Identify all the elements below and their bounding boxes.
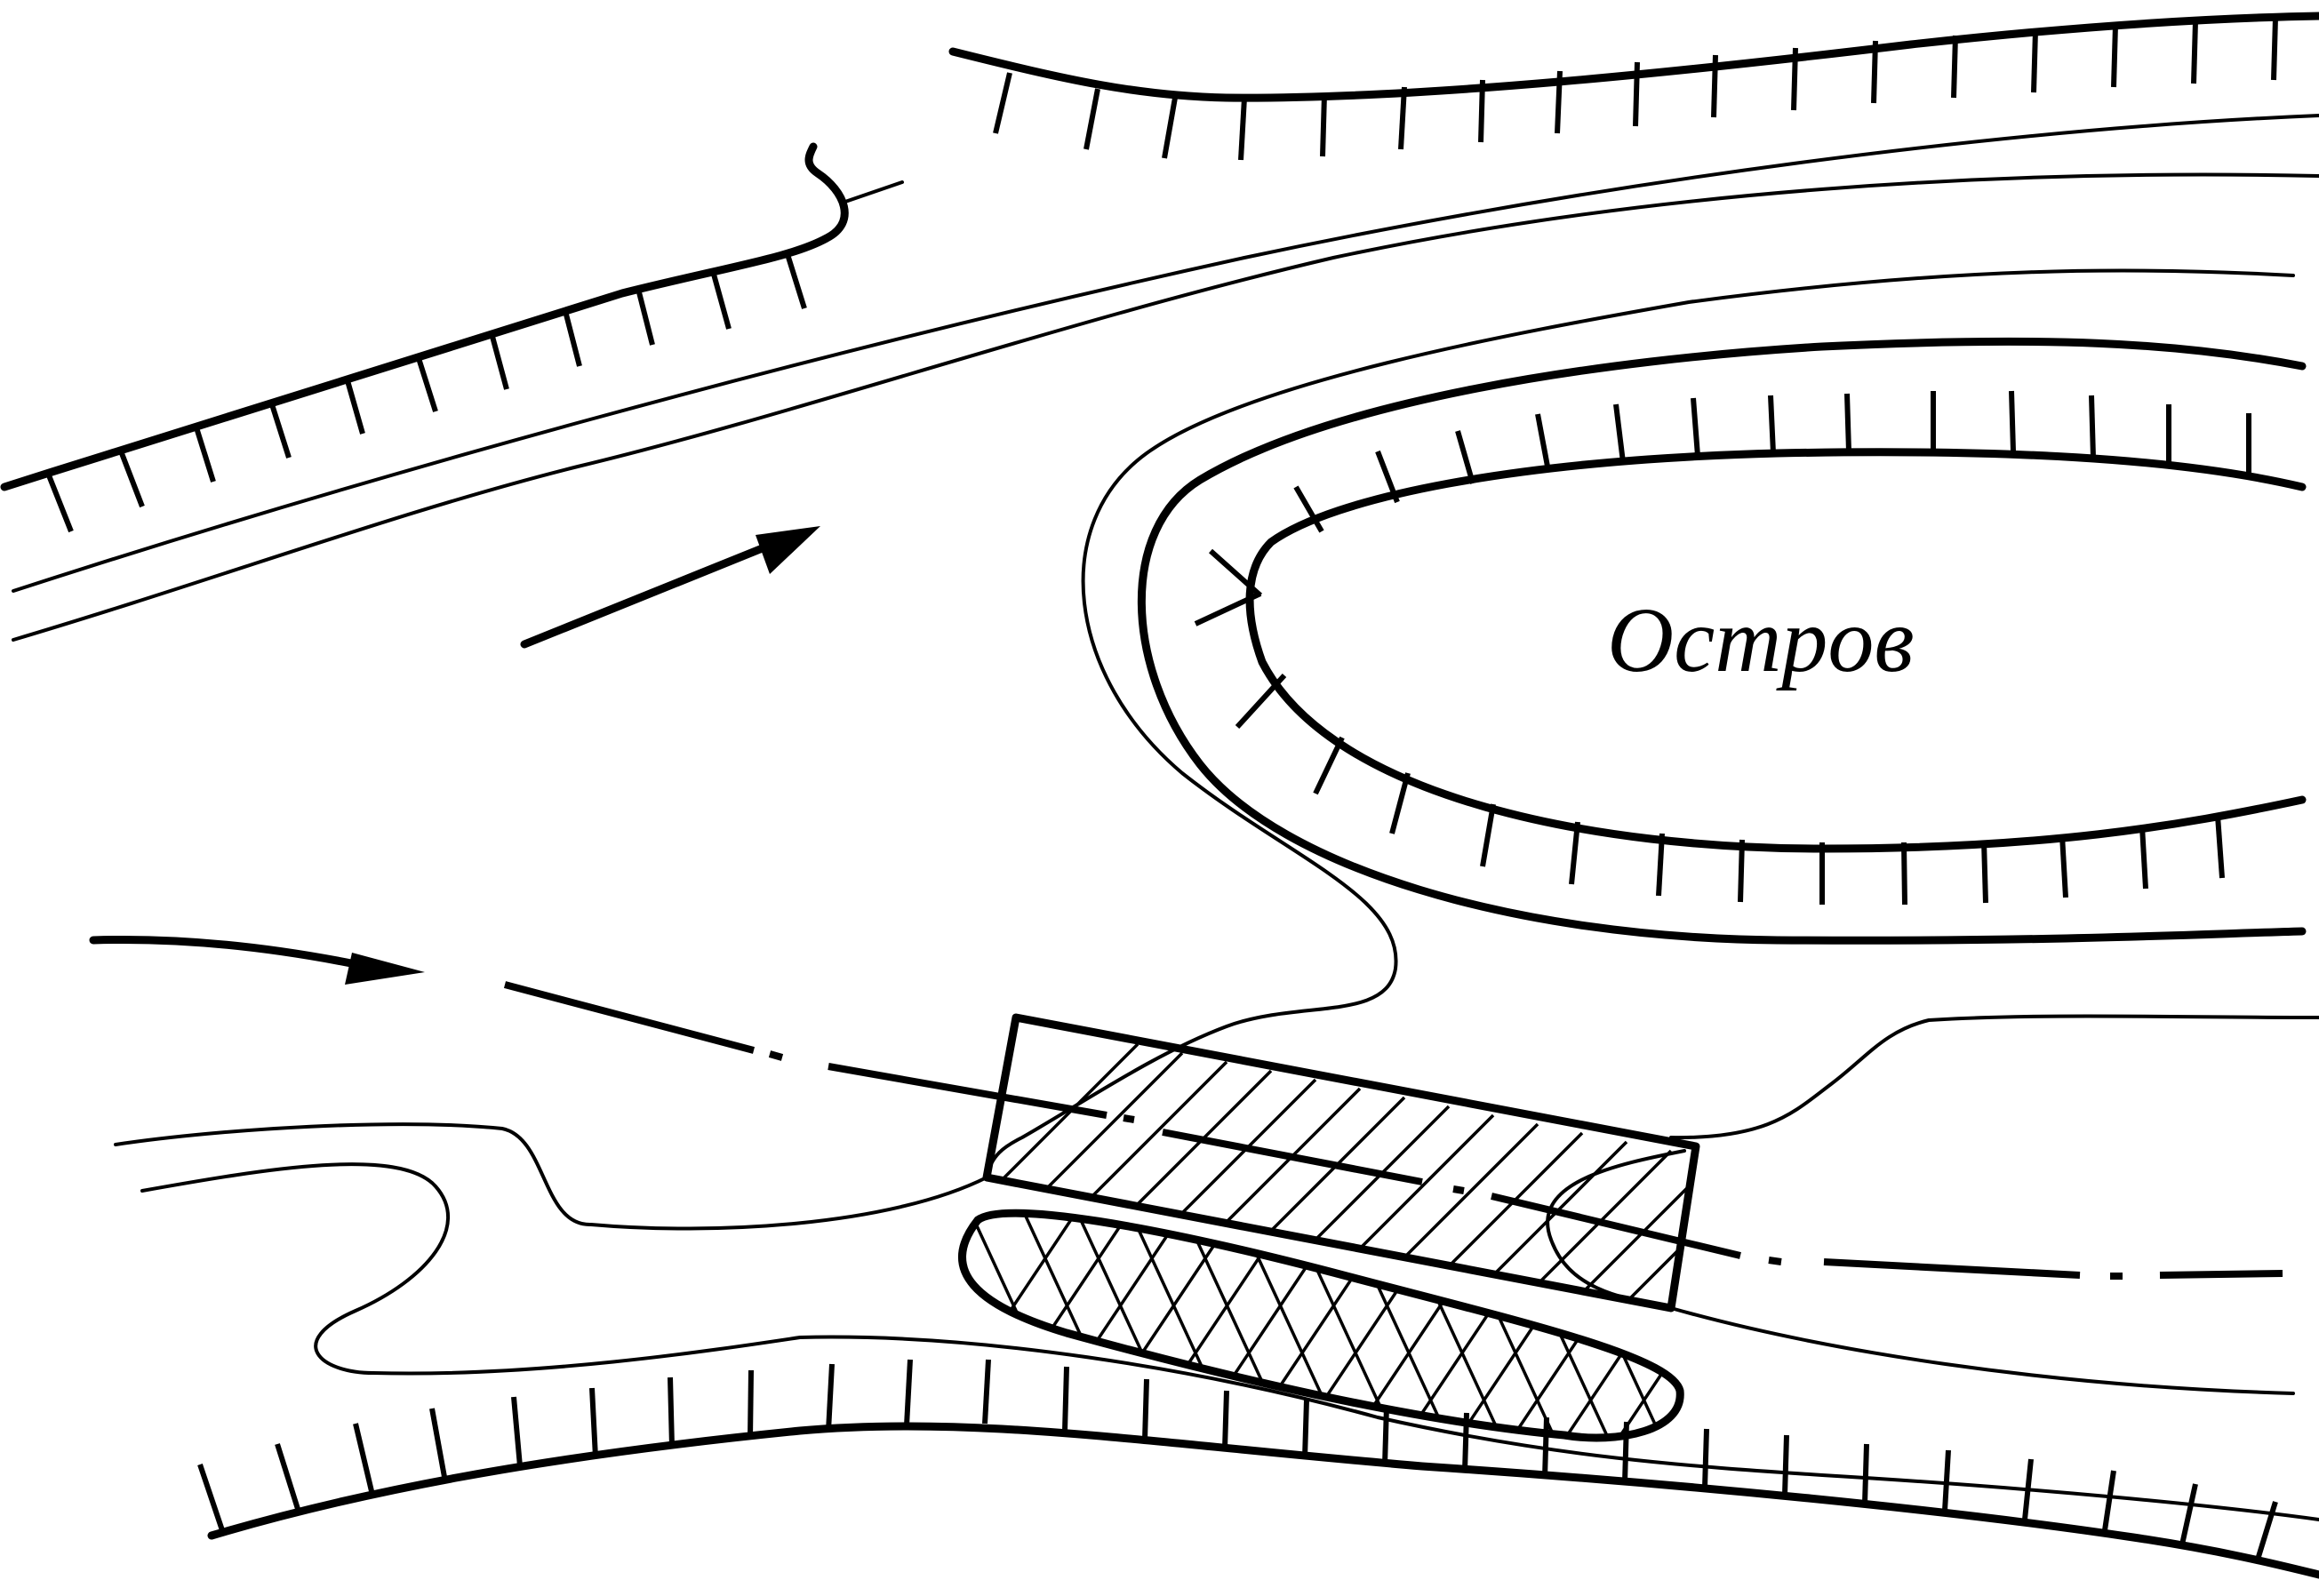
flow-arrow-lower xyxy=(89,935,425,985)
lower-contour-b xyxy=(140,1162,2319,1521)
upper-contour-b xyxy=(12,172,2319,642)
right-contour-a xyxy=(1669,1014,2319,1140)
lower-bank xyxy=(197,1359,2319,1579)
hatched-structure xyxy=(982,1013,1700,1313)
flow-arrow-upper xyxy=(520,526,820,649)
top-bank xyxy=(948,12,2319,161)
lower-contour-a xyxy=(114,1122,988,1231)
upper-left-bank xyxy=(0,142,904,533)
upper-contour-a xyxy=(12,114,2319,593)
island-shore xyxy=(1194,390,2307,906)
island-label: Остров xyxy=(1607,589,1915,691)
dash-dot-axis-line xyxy=(503,981,2283,1280)
island-bank xyxy=(1137,337,2307,945)
island-outer-contour xyxy=(985,268,2295,1179)
